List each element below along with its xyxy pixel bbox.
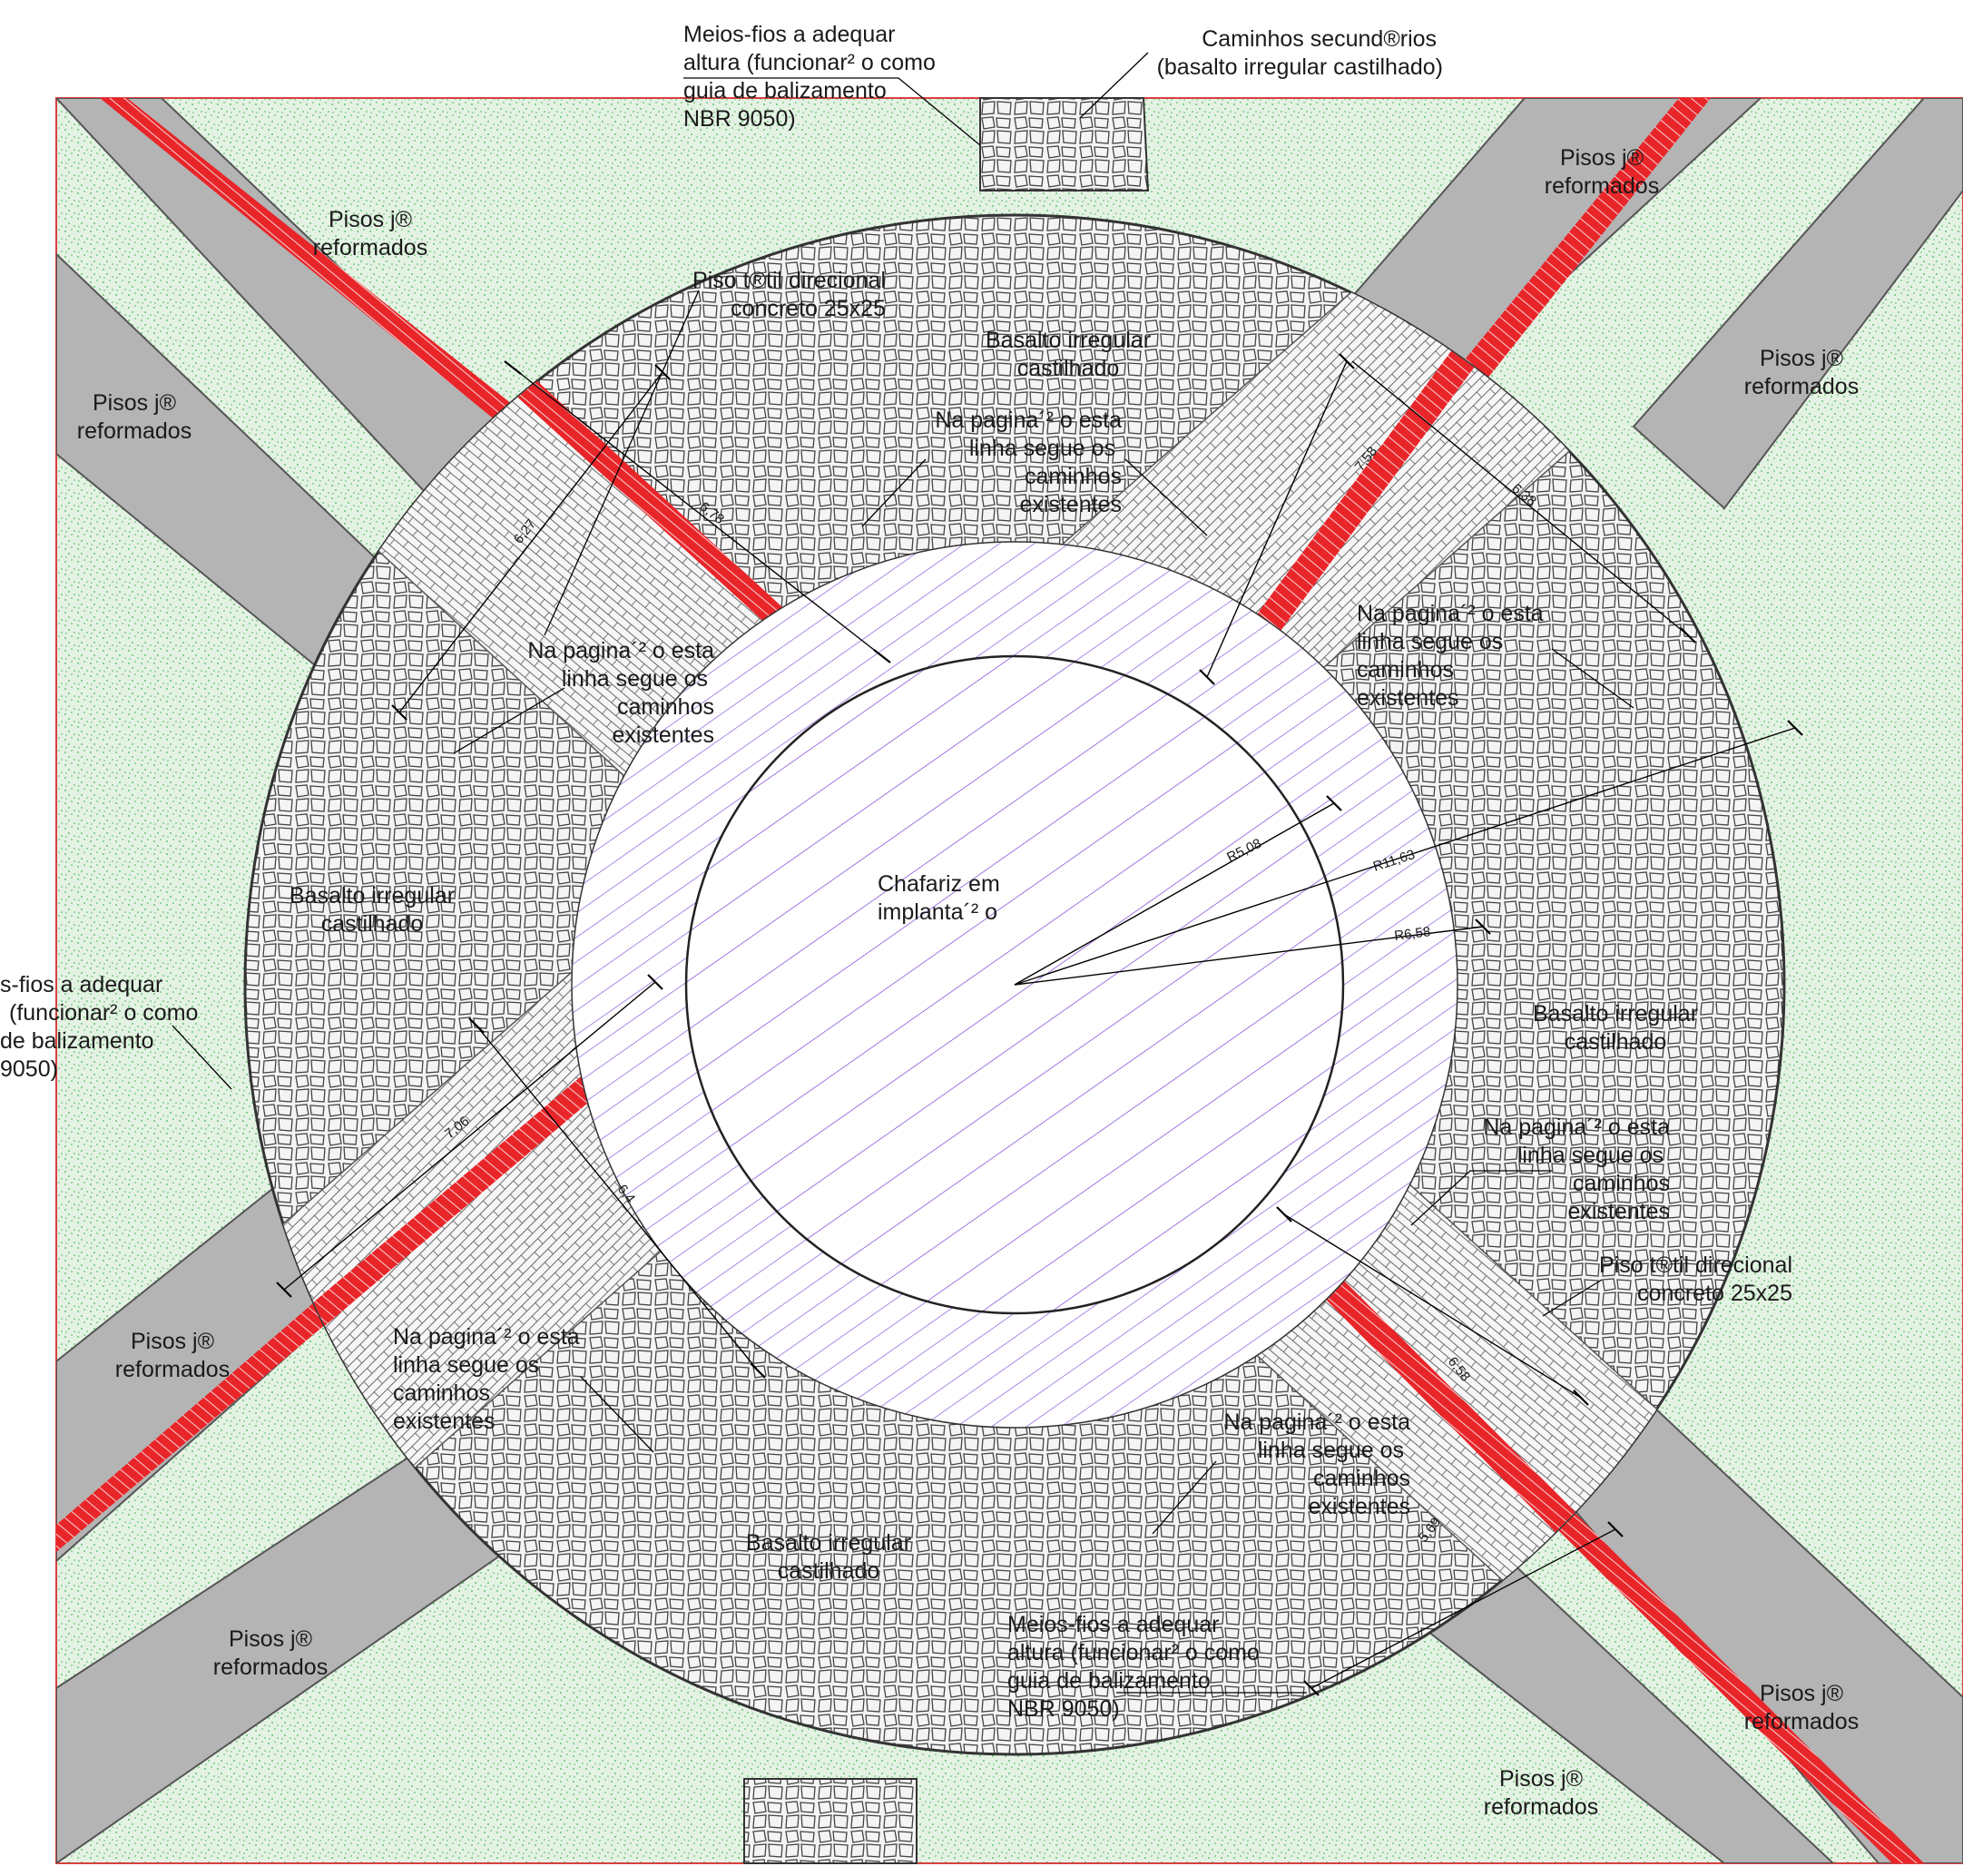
label-meios-top: Meios-fios a adequar altura (funcionar² … xyxy=(683,22,942,132)
radius-line-508 xyxy=(1014,802,1335,986)
leader-meios-left xyxy=(172,1025,232,1090)
leader-meios-top xyxy=(683,77,981,146)
leader-na-pagina-top xyxy=(861,458,927,527)
label-pisos-tl: Pisos j®reformados xyxy=(313,207,427,260)
leader-na-pagina-top-r xyxy=(1124,458,1208,536)
dim-line-706 xyxy=(283,981,656,1291)
labels: Meios-fios a adequar altura (funcionar² … xyxy=(0,22,1859,1820)
radius-line-1163 xyxy=(1014,727,1796,986)
label-caminhos-sec: Caminhos secund®rios (basalto irregular … xyxy=(1157,26,1443,80)
leader-piso-tatil-br xyxy=(1542,1279,1603,1317)
leader-na-pagina-br-mid xyxy=(1410,1170,1552,1226)
leader-na-pagina-bl xyxy=(580,1376,654,1453)
tactile-plaza-sw xyxy=(254,998,690,1370)
dim-line-638 xyxy=(1351,360,1689,636)
tactile-plaza-nw xyxy=(490,359,864,699)
walkway-ne2 xyxy=(1632,98,1963,510)
dim-line-658 xyxy=(1283,1213,1582,1399)
label-pisos-tr2: Pisos j®reformados xyxy=(1744,346,1859,399)
leader-piso-tatil-top xyxy=(544,290,700,636)
radius-label-658: R6,58 xyxy=(1393,924,1431,944)
label-meios-left: s-fios a adequar(funcionar² o como de ba… xyxy=(0,972,204,1082)
dim-line-569 xyxy=(1310,1528,1616,1689)
label-pisos-br1: Pisos j®reformados xyxy=(1744,1681,1859,1734)
label-pisos-br2: Pisos j®reformados xyxy=(1484,1766,1598,1820)
leader-lines xyxy=(172,52,1634,1694)
tactile-plaza-se xyxy=(1261,1216,1624,1584)
label-pisos-l: Pisos j®reformados xyxy=(77,390,191,444)
radius-line-658 xyxy=(1014,926,1484,986)
dim-line-678 xyxy=(512,367,883,657)
label-pisos-bl2: Pisos j®reformados xyxy=(213,1626,328,1680)
dim-line-627 xyxy=(398,371,663,713)
leader-na-pagina-right xyxy=(1551,648,1634,709)
dim-line-64 xyxy=(476,1025,759,1371)
leader-na-pagina-left xyxy=(453,687,565,754)
label-pisos-tr1: Pisos j®reformados xyxy=(1545,145,1659,199)
label-pisos-bl1: Pisos j®reformados xyxy=(115,1329,230,1382)
secondary-path-bottom xyxy=(743,1778,918,1864)
leader-na-pagina-br xyxy=(1152,1460,1217,1535)
leader-caminhos-sec xyxy=(1079,52,1149,119)
secondary-path-top xyxy=(979,97,1150,192)
dim-line-758 xyxy=(1206,360,1348,678)
